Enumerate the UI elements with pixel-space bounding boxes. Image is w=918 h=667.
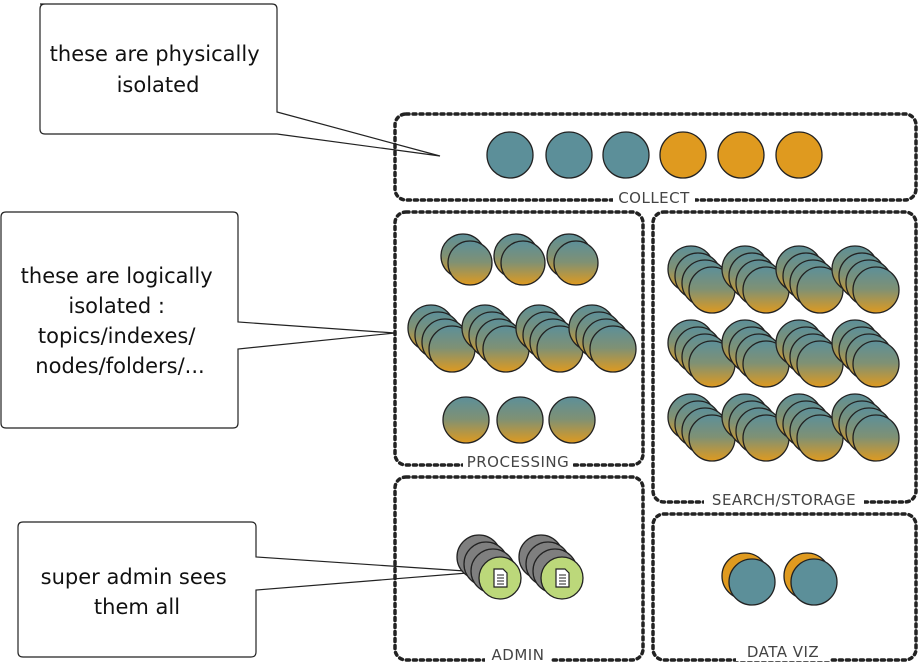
box-label-bg bbox=[613, 188, 695, 206]
teal-node bbox=[545, 131, 593, 179]
callout-logical-line-2: isolated : bbox=[68, 294, 165, 318]
box-search-storage: SEARCH/STORAGE bbox=[651, 210, 918, 509]
box-label-bg bbox=[704, 490, 864, 508]
callout-physical-line-2: isolated bbox=[117, 73, 200, 97]
callout-physical: these are physically isolated bbox=[39, 3, 441, 157]
orange-node bbox=[659, 131, 707, 179]
processing-nodes bbox=[407, 233, 637, 444]
processing-node bbox=[496, 396, 544, 444]
box-label-processing: PROCESSING bbox=[467, 453, 570, 471]
box-label-bg bbox=[736, 643, 830, 661]
svg-text:these are logically isol: these are logically isolated : topics/in… bbox=[21, 264, 220, 378]
storage-node bbox=[852, 266, 900, 314]
collect-nodes bbox=[486, 131, 823, 179]
box-admin: ADMIN bbox=[393, 475, 645, 664]
box-processing: PROCESSING bbox=[393, 210, 645, 471]
dataviz-nodes bbox=[721, 552, 838, 606]
box-label-admin: ADMIN bbox=[492, 646, 545, 664]
box-label-bg bbox=[463, 453, 573, 471]
callout-admin-line-2: them all bbox=[94, 595, 180, 619]
processing-node bbox=[500, 240, 546, 286]
box-dataviz: DATA VIZ bbox=[651, 512, 918, 662]
admin-nodes bbox=[456, 534, 584, 600]
orange-node bbox=[775, 131, 823, 179]
callout-logical-line-1: these are logically bbox=[21, 264, 213, 288]
box-label-dataviz: DATA VIZ bbox=[747, 643, 819, 661]
callout-logical: these are logically isolated : topics/in… bbox=[0, 211, 396, 429]
processing-node bbox=[447, 240, 493, 286]
dataviz-teal-node bbox=[790, 558, 838, 606]
box-label-bg bbox=[485, 646, 551, 664]
callout-physical-line-1: these are physically bbox=[50, 42, 260, 66]
processing-node bbox=[442, 396, 490, 444]
box-collect: COLLECT bbox=[393, 112, 918, 207]
processing-node bbox=[553, 240, 599, 286]
box-label-search-storage: SEARCH/STORAGE bbox=[712, 491, 856, 509]
document-icon bbox=[493, 568, 508, 588]
svg-text:super admin sees them al: super admin sees them all bbox=[41, 565, 234, 619]
storage-node bbox=[852, 414, 900, 462]
dataviz-teal-node bbox=[728, 558, 776, 606]
callout-admin-line-1: super admin sees bbox=[41, 565, 227, 589]
callout-admin: super admin sees them all bbox=[17, 521, 481, 658]
svg-text:these are physically iso: these are physically isolated bbox=[50, 42, 267, 97]
box-label-collect: COLLECT bbox=[618, 189, 690, 207]
teal-node bbox=[602, 131, 650, 179]
processing-node bbox=[548, 396, 596, 444]
processing-node bbox=[589, 325, 637, 373]
teal-node bbox=[486, 131, 534, 179]
orange-node bbox=[717, 131, 765, 179]
callout-logical-line-4: nodes/folders/... bbox=[35, 354, 204, 378]
document-icon bbox=[555, 568, 570, 588]
storage-node bbox=[852, 340, 900, 388]
callout-logical-line-3: topics/indexes/ bbox=[38, 324, 196, 348]
search-storage-nodes bbox=[667, 245, 900, 462]
